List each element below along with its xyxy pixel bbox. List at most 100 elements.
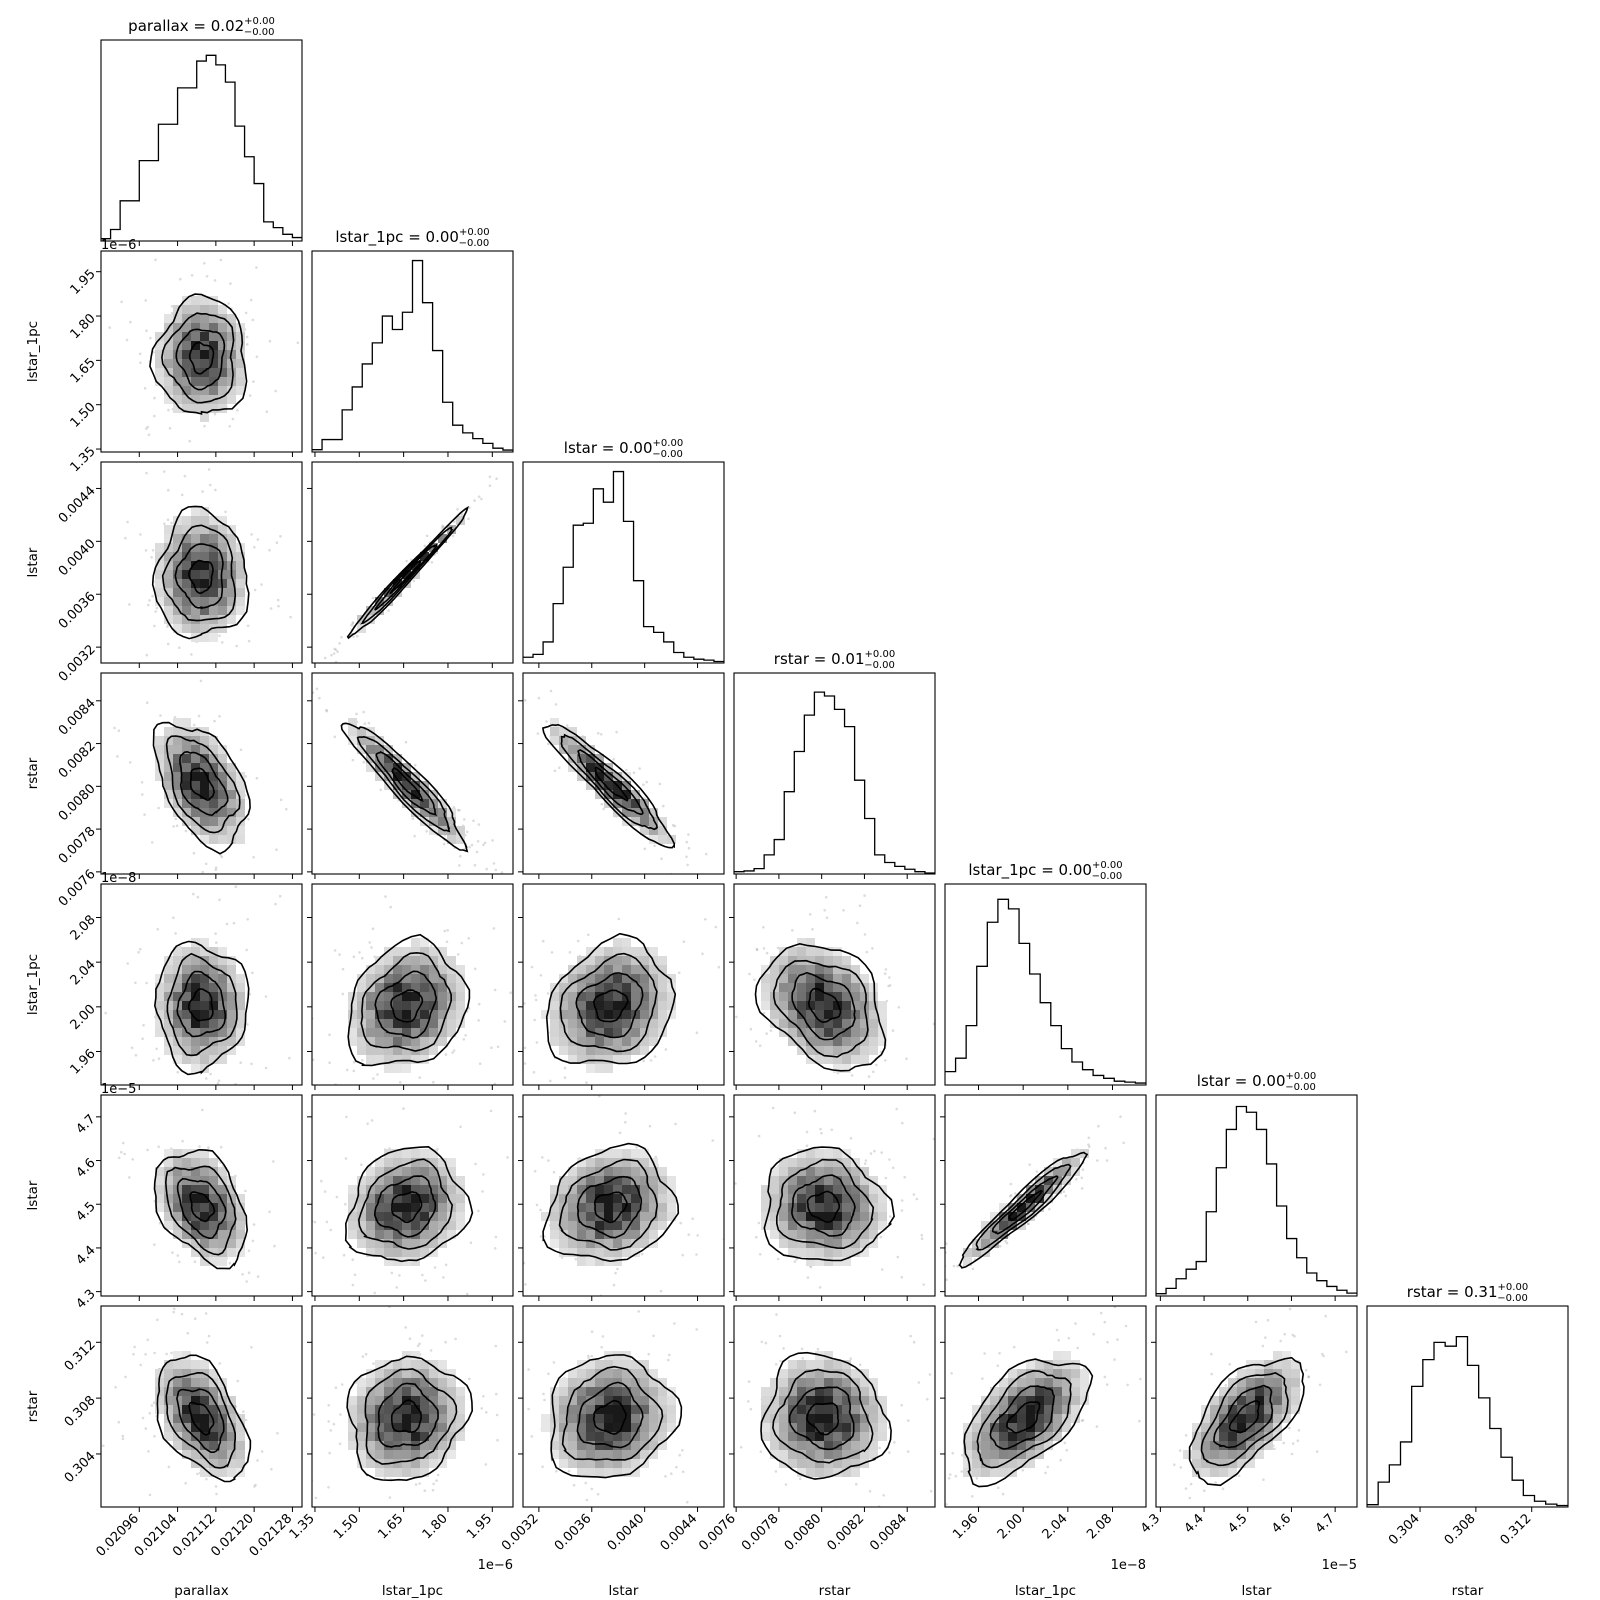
density-cell	[815, 1369, 824, 1378]
density-cell	[851, 1369, 860, 1378]
density-cell	[191, 965, 200, 974]
density-cell	[164, 992, 173, 1001]
density-cell	[568, 1010, 577, 1019]
density-cell	[595, 992, 604, 1001]
scatter-point	[120, 1150, 123, 1154]
density-cell	[447, 1387, 456, 1396]
density-cell	[366, 1459, 375, 1468]
density-cell	[586, 1468, 595, 1477]
panel-frame	[522, 672, 725, 875]
density-cell	[182, 799, 191, 808]
scatter-point	[830, 1128, 834, 1132]
density-cell	[218, 1468, 227, 1477]
density-cell	[788, 1360, 797, 1369]
scatter-point	[998, 1351, 1001, 1355]
density-cell	[604, 1432, 613, 1441]
scatter-point	[432, 1080, 435, 1084]
density-cell	[577, 956, 586, 965]
density-cell	[191, 395, 200, 404]
density-cell	[586, 1257, 595, 1266]
density-cell	[200, 305, 209, 314]
density-cell	[209, 1257, 218, 1266]
scatter-point	[265, 410, 269, 414]
scatter-point	[356, 634, 359, 638]
scatter-point	[868, 1490, 872, 1493]
density-cell	[191, 754, 200, 763]
density-cell	[761, 1432, 770, 1441]
density-cell	[173, 1055, 182, 1064]
density-cell	[155, 1203, 164, 1212]
density-cell	[200, 763, 209, 772]
density-cell	[191, 1423, 200, 1432]
contour-line	[958, 1151, 1089, 1269]
density-cell	[357, 1423, 366, 1432]
density-cell	[447, 1001, 456, 1010]
density-cell	[649, 1212, 658, 1221]
y-offset-label: 1e−8	[101, 871, 136, 886]
density-cell	[164, 727, 173, 736]
scatter-point	[905, 1057, 908, 1061]
density-cell	[384, 1405, 393, 1414]
density-cell	[447, 1405, 456, 1414]
scatter-point	[296, 341, 300, 345]
density-cell	[806, 1167, 815, 1176]
density-cell	[869, 1387, 878, 1396]
density-cell	[604, 1230, 613, 1239]
density-cell	[788, 1221, 797, 1230]
density-cell	[420, 1010, 429, 1019]
scatter-point	[864, 1159, 868, 1162]
contour-line	[991, 1175, 1059, 1235]
density-cell	[191, 947, 200, 956]
density-cell	[851, 1432, 860, 1441]
density-cell	[586, 1001, 595, 1010]
density-cell	[182, 1019, 191, 1028]
density-cell	[869, 1028, 878, 1037]
density-cell	[420, 1176, 429, 1185]
scatter-point	[253, 546, 256, 549]
density-cell	[631, 1414, 640, 1423]
density-cell	[779, 1185, 788, 1194]
density-cell	[227, 983, 236, 992]
scatter-point	[596, 732, 600, 735]
scatter-point	[500, 1358, 503, 1361]
density-cell	[1017, 1378, 1026, 1387]
scatter-point	[1291, 1333, 1295, 1337]
contour-line	[164, 1165, 237, 1256]
scatter-point	[325, 709, 329, 713]
density-cell	[200, 597, 209, 606]
density-cell	[797, 1468, 806, 1477]
scatter-point	[205, 1477, 208, 1481]
scatter-point	[468, 506, 471, 510]
density-cell	[878, 1414, 887, 1423]
density-cell	[438, 1028, 447, 1037]
scatter-point	[215, 1492, 218, 1496]
histogram-line-5	[1156, 1105, 1357, 1295]
scatter-point	[652, 1334, 655, 1338]
density-cell	[411, 1028, 420, 1037]
scatter-point	[600, 802, 604, 806]
density-cell	[411, 1037, 420, 1046]
density-cell	[411, 1019, 420, 1028]
scatter-point	[717, 965, 721, 969]
density-cell	[842, 1387, 851, 1396]
scatter-point	[1139, 1377, 1142, 1381]
scatter-point	[881, 1146, 884, 1149]
density-cell	[613, 1149, 622, 1158]
density-cell	[631, 965, 640, 974]
scatter-point	[515, 468, 518, 471]
density-cell	[375, 1046, 384, 1055]
density-cell	[236, 1203, 245, 1212]
density-cell	[200, 1149, 209, 1158]
density-cell	[595, 1001, 604, 1010]
scatter-point	[268, 548, 271, 552]
density-cell	[860, 1055, 869, 1064]
density-cell	[1071, 1405, 1080, 1414]
density-cell	[173, 588, 182, 597]
density-cell	[806, 1257, 815, 1266]
scatter-point	[274, 389, 278, 393]
scatter-point	[1012, 1345, 1016, 1349]
density-cell	[366, 745, 375, 754]
density-cell	[1053, 1378, 1062, 1387]
scatter-point	[950, 1372, 953, 1375]
y-tick-label: 2.04	[68, 957, 99, 988]
